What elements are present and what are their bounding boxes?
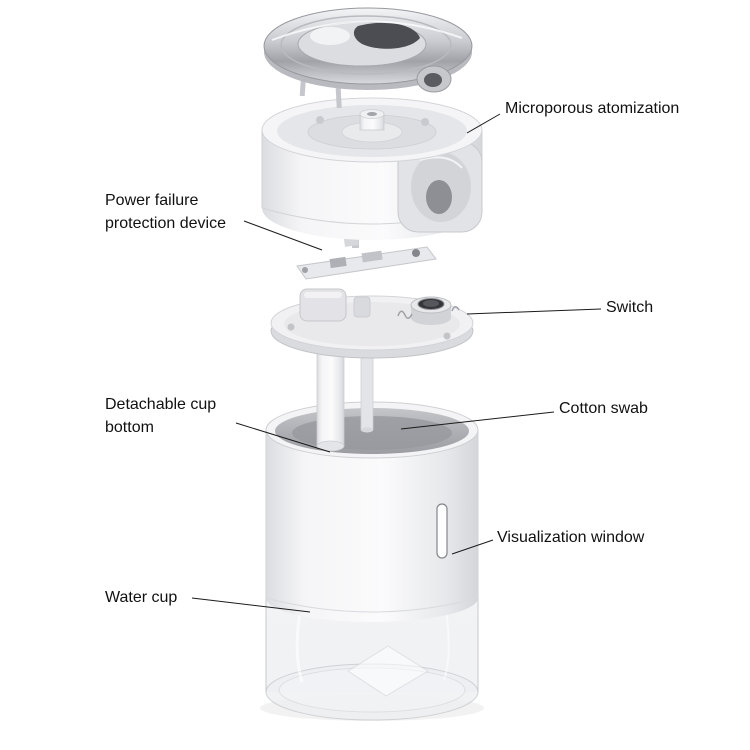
leader-line-cotton-swab [400,411,555,430]
label-switch: Switch [606,299,654,316]
part-atomization-housing [261,97,483,240]
cup-bottom-plate-detail [347,645,429,697]
leader-line-visualization-window [451,539,494,555]
label-cotton-swab: Cotton swab [559,400,648,417]
label-water-cup: Water cup [105,589,178,606]
part-water-cup [265,401,479,721]
leader-line-microporous-atomization [466,113,501,134]
label-detachable-cup-bottom: Detachable cup bottom [105,396,217,437]
leader-line-detachable-cup-bottom [235,422,331,453]
part-detachable-cup-bottom [270,288,474,359]
label-microporous-atomization: Microporous atomization [505,100,680,117]
part-power-failure-protection [296,231,437,280]
label-power-failure-protection: Power failure protection device [105,192,226,233]
leader-line-water-cup [191,597,311,613]
part-top-cover [263,7,473,109]
part-switch [397,296,460,325]
part-visualization-window [436,503,448,559]
leader-line-power-failure-protection [243,220,323,251]
leader-lines [191,113,602,613]
leader-line-switch [466,308,602,315]
label-visualization-window: Visualization window [497,529,645,546]
